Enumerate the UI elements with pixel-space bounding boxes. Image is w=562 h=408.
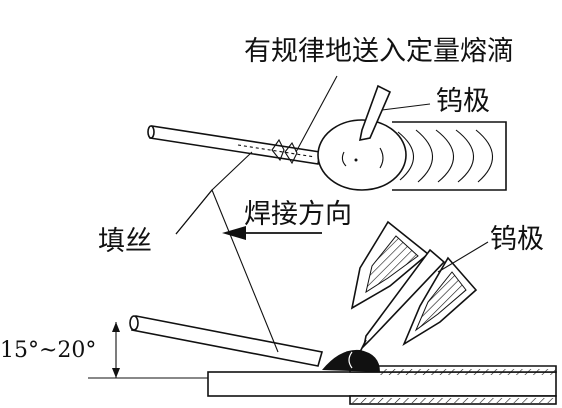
tungsten-top-leader <box>381 103 431 111</box>
tungsten-side-leader <box>437 241 489 273</box>
weld-pool-top <box>317 119 507 191</box>
filler-label: 填丝 <box>98 226 152 257</box>
filler-leader-side <box>175 188 279 353</box>
tungsten-top-label: 钨极 <box>436 86 490 117</box>
feed-note-label: 有规律地送入定量熔滴 <box>244 36 514 67</box>
tungsten-electrode-side <box>359 248 446 353</box>
direction-arrow <box>222 226 322 240</box>
droplet-marks <box>271 138 298 165</box>
filler-rod-top <box>147 125 321 165</box>
angle-indicator <box>88 322 208 379</box>
base-plates <box>207 365 557 405</box>
direction-label: 焊接方向 <box>244 199 352 230</box>
torch-nozzle <box>350 220 478 346</box>
filler-leader-top <box>175 151 253 235</box>
tungsten-side-label: 钨极 <box>490 224 544 255</box>
feed-note-leader <box>295 75 338 153</box>
angle-label: 15°~20° <box>0 338 96 363</box>
weld-puddle-side <box>322 349 380 372</box>
tungsten-electrode-top <box>358 84 392 142</box>
filler-rod-side <box>129 315 324 367</box>
